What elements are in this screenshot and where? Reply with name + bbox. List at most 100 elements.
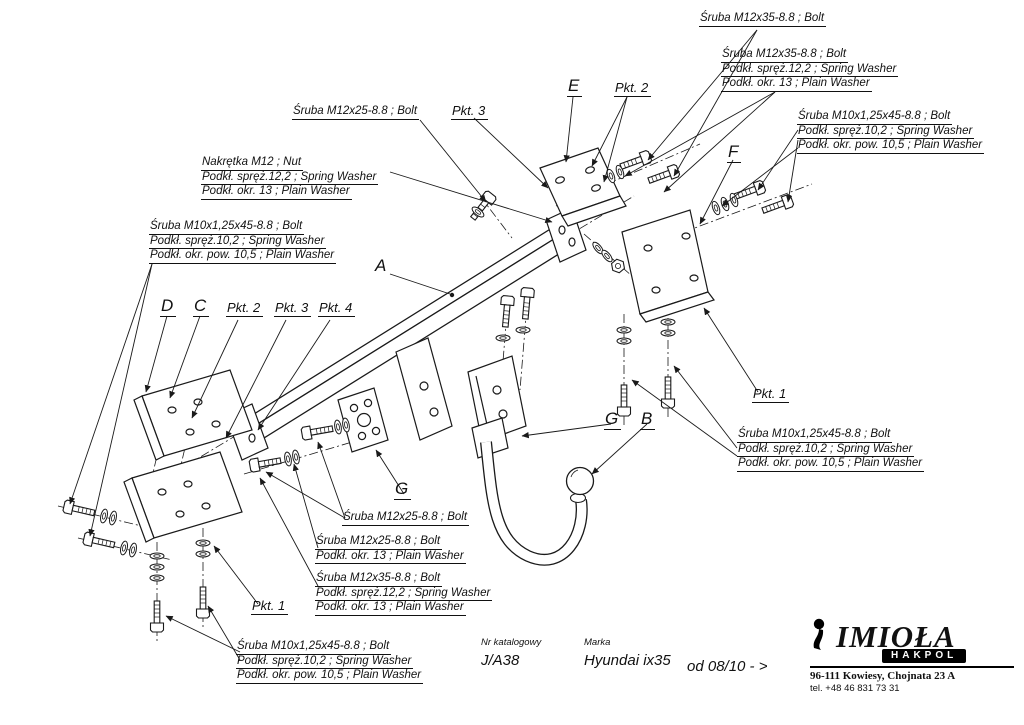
washer: [118, 539, 130, 557]
part-letter-text: B: [640, 409, 656, 430]
ball-mount-bracket: [467, 355, 527, 443]
applicability-block: od 08/10 - >: [687, 654, 767, 675]
callout-m12x25-group-bottom: Śruba M12x25-8.8 ; Bolt Podkł. okr. 13 ;…: [315, 535, 466, 564]
washer: [149, 552, 165, 560]
point-marker-pkt1-right: Pkt. 1: [752, 386, 790, 403]
part-letter-text: D: [160, 296, 177, 317]
brand-value: Hyundai ix35: [584, 652, 671, 669]
catalog-number-block: Nr katalogowy J/A38: [481, 637, 541, 669]
callout-bolt-m12x25-top: Śruba M12x25-8.8 ; Bolt: [292, 105, 420, 120]
part-letter-a: A: [374, 256, 389, 276]
callout-line: Podkł. okr. 13 ; Plain Washer: [201, 185, 352, 200]
point-marker-text: Pkt. 2: [614, 80, 652, 97]
callout-line: Śruba M12x35-8.8 ; Bolt: [315, 572, 443, 587]
point-marker-pkt2-top: Pkt. 2: [614, 80, 652, 97]
bolt: [660, 376, 676, 409]
leader-lines: [69, 29, 799, 661]
bolt: [149, 600, 165, 633]
point-marker-text: Pkt. 2: [226, 300, 264, 317]
washer: [515, 326, 531, 334]
washer: [710, 199, 722, 217]
applicability-value: od 08/10 - >: [687, 658, 768, 675]
bolt: [646, 163, 681, 188]
towball: [565, 466, 595, 496]
washer: [660, 329, 676, 337]
callout-line: Śruba M10x1,25x45-8.8 ; Bolt: [797, 110, 953, 125]
point-marker-pkt3-left: Pkt. 3: [274, 300, 312, 317]
company-brand-name: IMIOŁA: [836, 619, 956, 654]
callout-line: Śruba M10x1,25x45-8.8 ; Bolt: [737, 428, 893, 443]
part-letter-c: C: [193, 296, 210, 317]
washer: [599, 248, 615, 264]
bolt: [81, 531, 117, 552]
washer: [195, 539, 211, 547]
washer: [149, 563, 165, 571]
part-letter-text: C: [193, 296, 210, 317]
part-letter-text: F: [727, 142, 742, 163]
washer: [660, 318, 676, 326]
brand-block: Marka Hyundai ix35: [584, 637, 671, 669]
callout-m10-group-right-lower: Śruba M10x1,25x45-8.8 ; Bolt Podkł. sprę…: [737, 428, 925, 472]
part-letter-f: F: [727, 142, 742, 163]
callout-m12x35-group-top-right: Śruba M12x35-8.8 ; Bolt Podkł. spręż.12,…: [721, 48, 899, 92]
point-marker-text: Pkt. 3: [274, 300, 312, 317]
part-letter-text: E: [567, 76, 583, 97]
point-marker-pkt3-top: Pkt. 3: [451, 103, 489, 120]
point-marker-text: Pkt. 1: [752, 386, 790, 403]
bolt: [248, 453, 283, 473]
callout-line: Podkł. spręż.12,2 ; Spring Washer: [721, 63, 899, 77]
bolt: [467, 189, 498, 223]
flange-plate-g: [337, 387, 389, 453]
washer: [291, 449, 301, 465]
company-address: 96-111 Kowiesy, Chojnata 23 A: [810, 666, 1014, 682]
point-marker-pkt2-left: Pkt. 2: [226, 300, 264, 317]
callout-m10-group-left-bottom: Śruba M10x1,25x45-8.8 ; Bolt Podkł. sprę…: [236, 640, 424, 684]
towball-hook: [471, 417, 595, 566]
callout-line: Podkł. okr. 13 ; Plain Washer: [315, 601, 466, 616]
bolt: [618, 149, 653, 174]
callout-line: Nakrętka M12 ; Nut: [201, 156, 304, 171]
callout-line: Śruba M10x1,25x45-8.8 ; Bolt: [149, 220, 305, 235]
company-phone: tel. +48 46 831 73 31: [810, 683, 900, 694]
washer: [616, 326, 632, 334]
washer: [495, 334, 511, 342]
callout-line: Podkł. okr. pow. 10,5 ; Plain Washer: [236, 669, 424, 684]
company-division-badge: HAKPOL: [882, 649, 967, 663]
brand-label: Marka: [584, 637, 611, 648]
callout-line: Podkł. okr. pow. 10,5 ; Plain Washer: [149, 249, 337, 264]
towhook-logo-icon: [813, 618, 825, 650]
washer: [107, 509, 119, 527]
part-letter-g-lower: G: [394, 479, 412, 500]
part-letter-g-upper: G: [604, 409, 622, 430]
center-support-plate: [395, 337, 453, 441]
callout-line: Podkł. okr. pow. 10,5 ; Plain Washer: [797, 139, 985, 154]
callout-line: Podkł. spręż.10,2 ; Spring Washer: [149, 235, 327, 249]
washer: [616, 337, 632, 345]
washer: [333, 419, 343, 435]
callout-m10-group-left-top: Śruba M10x1,25x45-8.8 ; Bolt Podkł. sprę…: [149, 220, 337, 264]
callout-bolt-m12x25-mid: Śruba M12x25-8.8 ; Bolt: [342, 511, 470, 526]
callout-line: Śruba M12x35-8.8 ; Bolt: [699, 12, 827, 27]
callout-line: Śruba M10x1,25x45-8.8 ; Bolt: [236, 640, 392, 655]
part-letter-b: B: [640, 409, 656, 430]
callout-m10-group-right: Śruba M10x1,25x45-8.8 ; Bolt Podkł. sprę…: [797, 110, 985, 154]
callout-line: Podkł. okr. 13 ; Plain Washer: [315, 550, 466, 564]
washer: [195, 550, 211, 558]
callout-m12x35-group-bottom: Śruba M12x35-8.8 ; Bolt Podkł. spręż.12,…: [315, 572, 493, 616]
washer: [149, 574, 165, 582]
callout-bolt-m12x35-top: Śruba M12x35-8.8 ; Bolt: [699, 12, 827, 27]
callout-line: Śruba M12x25-8.8 ; Bolt: [315, 535, 443, 550]
part-letter-text: G: [604, 409, 622, 430]
logo-row: IMIOŁA: [810, 618, 1014, 652]
callout-line: Podkł. spręż.10,2 ; Spring Washer: [236, 655, 414, 669]
bolt: [732, 179, 767, 204]
point-marker-text: Pkt. 1: [251, 598, 289, 615]
bracket-f: [621, 209, 715, 323]
part-letter-text: A: [375, 256, 387, 275]
bolt: [300, 421, 335, 441]
catalog-number-value: J/A38: [481, 652, 520, 669]
washer: [283, 451, 293, 467]
part-letter-text: G: [394, 479, 412, 500]
